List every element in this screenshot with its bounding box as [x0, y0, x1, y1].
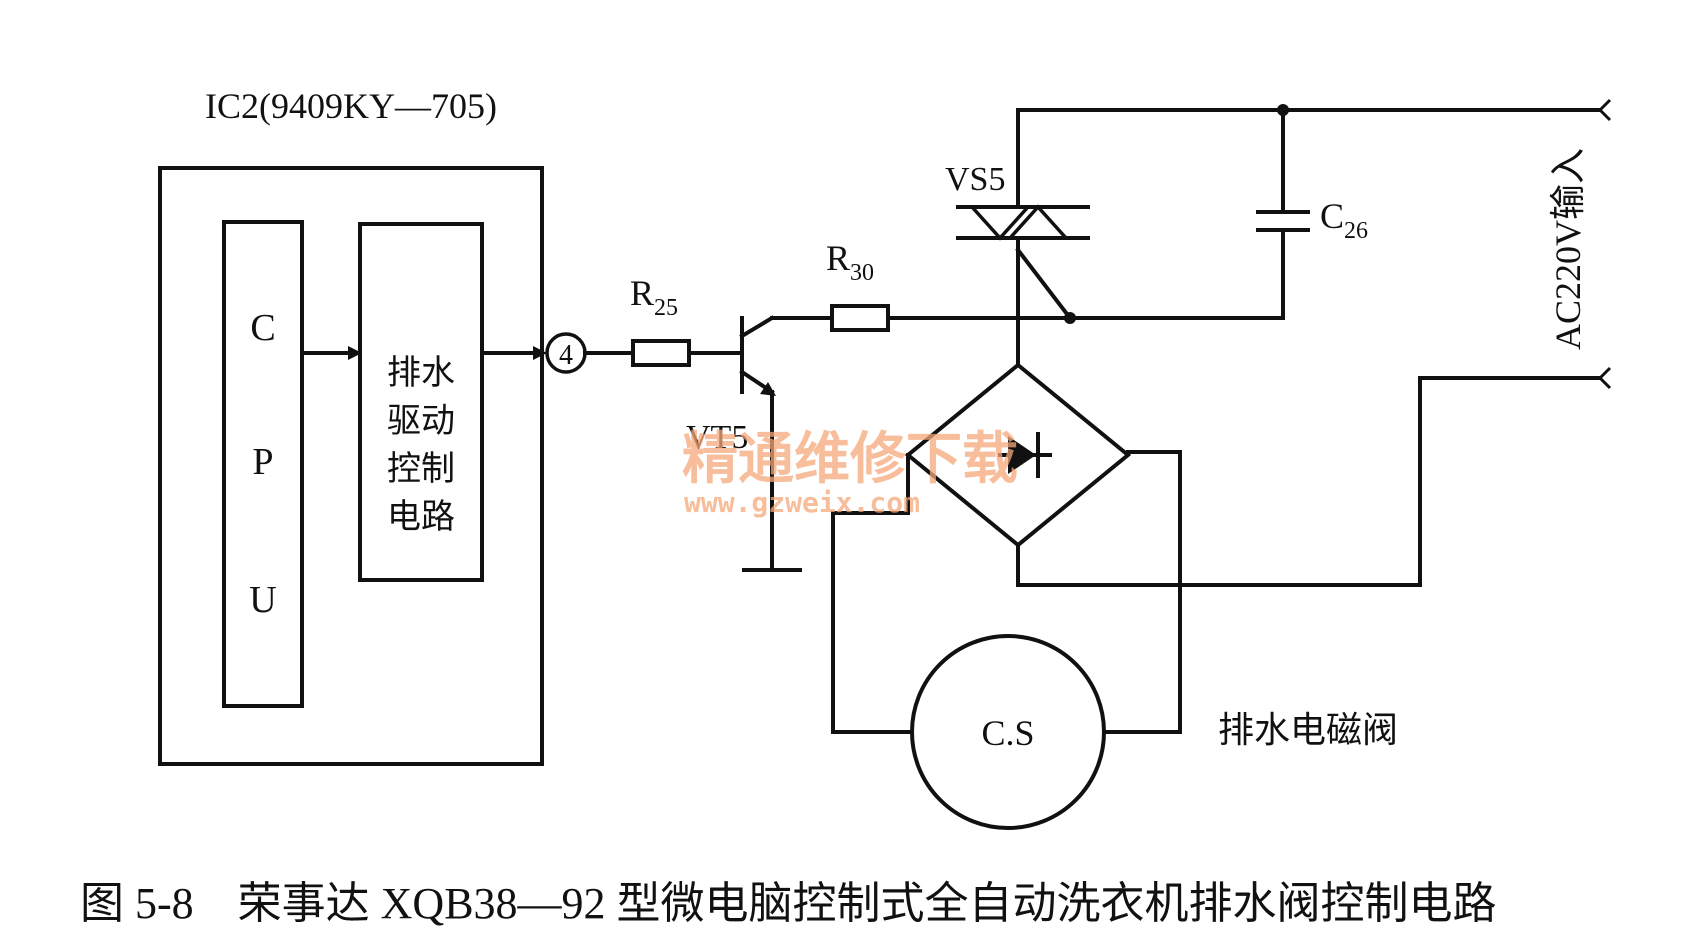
vs5-label: VS5 [945, 161, 1005, 198]
solenoid-symbol-label: C.S [981, 713, 1034, 753]
driver-text-line-4: 电路 [387, 497, 455, 537]
driver-text-line-1: 排水 [387, 353, 455, 393]
triac-diode-2 [1008, 204, 1068, 240]
ic2-block [158, 166, 544, 766]
watermark-url: www.gzweix.com [684, 486, 920, 519]
drain-driver-block [358, 222, 484, 582]
resistor-r25 [631, 339, 691, 367]
ac220v-input-label: AC220V输入 [1548, 148, 1588, 350]
cpu-letter-p: P [252, 441, 273, 483]
cpu-letter-u: U [249, 579, 276, 621]
pin-4-label: 4 [559, 340, 573, 371]
resistor-r30 [830, 304, 890, 332]
figure-caption: 图 5-8 荣事达 XQB38—92 型微电脑控制式全自动洗衣机排水阀控制电路 [80, 879, 1497, 928]
triac-diode-1 [970, 205, 1030, 241]
cpu-letter-c: C [250, 307, 275, 349]
vt5-collector-lead [739, 315, 775, 339]
cpu-block [222, 220, 304, 708]
c26-label: C26 [1320, 196, 1368, 244]
drain-solenoid-valve [910, 634, 1106, 830]
watermark-text: 精通维修下载 [682, 427, 1018, 492]
ac-bottom-terminal [1598, 366, 1612, 390]
triac-gate-lead [1015, 247, 1073, 321]
ac-top-terminal [1598, 98, 1612, 122]
driver-text-line-2: 驱动 [387, 401, 455, 441]
driver-to-pin-arrowhead [533, 346, 547, 360]
r30-label: R30 [826, 238, 874, 286]
drain-valve-label: 排水电磁阀 [1218, 710, 1398, 751]
driver-text-line-3: 控制 [387, 449, 455, 489]
vt5-label: VT5 [686, 419, 748, 456]
ic2-title: IC2(9409KY—705) [205, 86, 497, 126]
r25-label: R25 [630, 273, 678, 321]
cpu-to-driver-arrowhead [348, 346, 362, 360]
bridge-diode-triangle [1008, 436, 1036, 474]
